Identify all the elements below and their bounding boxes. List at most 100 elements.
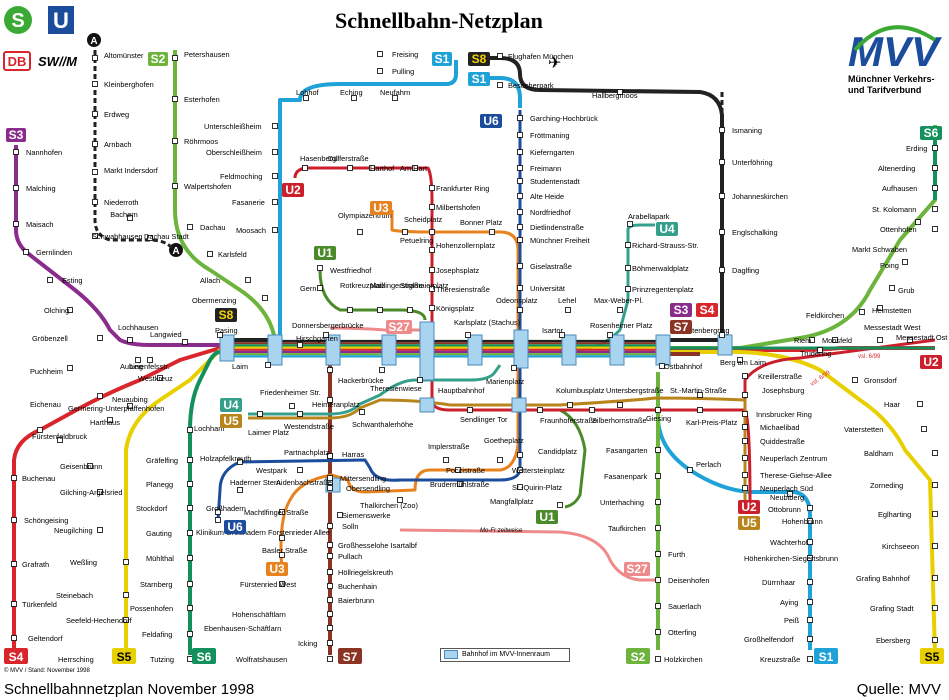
u-bahn-logo [48, 6, 74, 34]
station-aying: Aying [780, 598, 798, 607]
station-odeonsplatz: Odeonsplatz [496, 296, 538, 305]
station-olympiazentrum: Olympiazentrum [338, 211, 392, 220]
station-kirchseeon: Kirchseeon [882, 542, 919, 551]
stop-scheidplatz [429, 229, 435, 235]
stop-donnersbergerbr-cke [323, 332, 329, 338]
station-unterschlei-heim: Unterschleißheim [204, 122, 262, 131]
station-hasenbergl: Hasenbergl [300, 154, 338, 163]
stop-richard-strauss-str [625, 242, 631, 248]
stop-altom-nster [92, 55, 98, 61]
stop-niederroth [92, 199, 98, 205]
station-neuperlach-zentrum: Neuperlach Zentrum [760, 454, 827, 463]
stop-h-llriegelskreuth [327, 569, 333, 575]
station-rotkreuzplatz: Rotkreuzplatz [340, 281, 385, 290]
route-u6-30 [216, 110, 522, 521]
badge-label: U4 [659, 222, 675, 236]
badge-bg [670, 303, 692, 317]
station-dachau-stadt: Dachau Stadt [144, 232, 189, 241]
badge-b-u2: U2 [282, 183, 304, 197]
badge-b-u3: U3 [370, 201, 392, 215]
badge-bg [215, 308, 237, 322]
station-freising: Freising [392, 50, 418, 59]
station-grafing-bahnhof: Grafing Bahnhof [856, 574, 911, 583]
station-silberhornstra-e: Silberhornstraße [592, 416, 647, 425]
station-hohensch-ftlarn: Hohenschäftlarn [232, 610, 286, 619]
station-frankfurter-ring: Frankfurter Ring [436, 184, 489, 193]
stop-gilching-argelsried [97, 489, 103, 495]
station-grafrath: Grafrath [22, 560, 49, 569]
stop-dachau [187, 224, 193, 230]
station-langwied: Langwied [150, 330, 182, 339]
station-theresienwiese: Theresienwiese [370, 384, 422, 393]
u-bahn-logo-letter: U [53, 8, 69, 33]
stop-markt-indersdorf [92, 169, 98, 175]
stop-vaterstetten [921, 426, 927, 432]
stop-haderner-stern [237, 487, 243, 493]
stop-f-rstenfeldbruck [57, 437, 63, 443]
station-d-lferstra-e: Dülferstraße [328, 154, 369, 163]
stop-esterhofen [172, 96, 178, 102]
badge-label: S27 [388, 320, 410, 334]
station-gern: Gern [300, 284, 316, 293]
station-mangfallplatz: Mangfallplatz [490, 497, 534, 506]
hub-6 [513, 329, 529, 369]
station-perlach: Perlach [696, 460, 721, 469]
station-r-hrmoos: Röhrmoos [184, 137, 218, 146]
station-partnachplatz: Partnachplatz [284, 448, 329, 457]
stop-langwied [182, 339, 188, 345]
badge-label: U4 [223, 398, 239, 412]
stop-seefeld-hechendorf [123, 617, 129, 623]
route-s3-6 [14, 145, 220, 347]
badge-bg [738, 516, 760, 530]
badge-b-u1s: U1 [536, 510, 558, 524]
station-allach: Allach [200, 276, 220, 285]
stop-maillingerstra-e [377, 307, 383, 313]
station-h-llriegelskreuth: Höllriegelskreuth [338, 568, 393, 577]
badge-bg [338, 648, 362, 664]
station-gernlinden: Gernlinden [36, 248, 72, 257]
route-u3-24 [390, 210, 520, 340]
stop-arabellapark [627, 221, 633, 227]
stand-note: © MVV / Stand: November 1998 [4, 668, 90, 674]
station-fraunhoferstra-e: Fraunhoferstraße [540, 416, 597, 425]
station-sendlinger-tor: Sendlinger Tor [460, 415, 508, 424]
badge-b-s6: S6 [920, 126, 942, 140]
stop-gr-felfing [187, 457, 193, 463]
station-garching-hochbr-ck: Garching-Hochbrück [530, 114, 598, 123]
stop-englschalking [719, 229, 725, 235]
stop-perlach [687, 467, 693, 473]
station-kreillerstra-e: Kreillerstraße [758, 372, 802, 381]
badge-bg [220, 414, 242, 428]
stop-stockdorf [187, 505, 193, 511]
stop-holzapfelkreuth [237, 459, 243, 465]
stop-quiddestra-e [742, 438, 748, 444]
station-lochhausen: Lochhausen [118, 323, 158, 332]
caption: Schnellbahnnetzplan November 1998 [4, 681, 255, 698]
stop-fasangarten [655, 447, 661, 453]
station-arabellapark: Arabellapark [628, 212, 670, 221]
badge-bg [814, 648, 838, 664]
station-solln: Solln [342, 522, 358, 531]
a-line-logo-bottom-letter: A [172, 246, 179, 257]
stop-neufahrn [392, 95, 398, 101]
stop-obermenzing [262, 295, 268, 301]
badge-label: S6 [924, 126, 939, 140]
badge-bg [670, 320, 692, 334]
station-haderner-stern: Haderner Stern [230, 478, 281, 487]
stop-wettersteinplatz [517, 467, 523, 473]
badge-bg [314, 246, 336, 260]
station-heimstetten: Heimstetten [872, 306, 911, 315]
legend-swatch [444, 649, 458, 659]
badge-bg [224, 520, 246, 534]
station-marienplatz: Marienplatz [486, 377, 525, 386]
stop-walpertshofen [172, 183, 178, 189]
stop-hackerbr-cke [327, 367, 333, 373]
route-s1-0 [278, 60, 458, 340]
stop-innsbrucker-ring [742, 411, 748, 417]
station-ebersberg: Ebersberg [876, 636, 910, 645]
station-h-henkirchen-siegertsbrunn: Höhenkirchen-Siegertsbrunn [744, 554, 838, 563]
stop-josephsburg [742, 392, 748, 398]
station-hirschgarten: Hirschgarten [296, 334, 338, 343]
route-u1-21 [472, 408, 587, 509]
badge-b-s2b: S2 [626, 648, 650, 664]
